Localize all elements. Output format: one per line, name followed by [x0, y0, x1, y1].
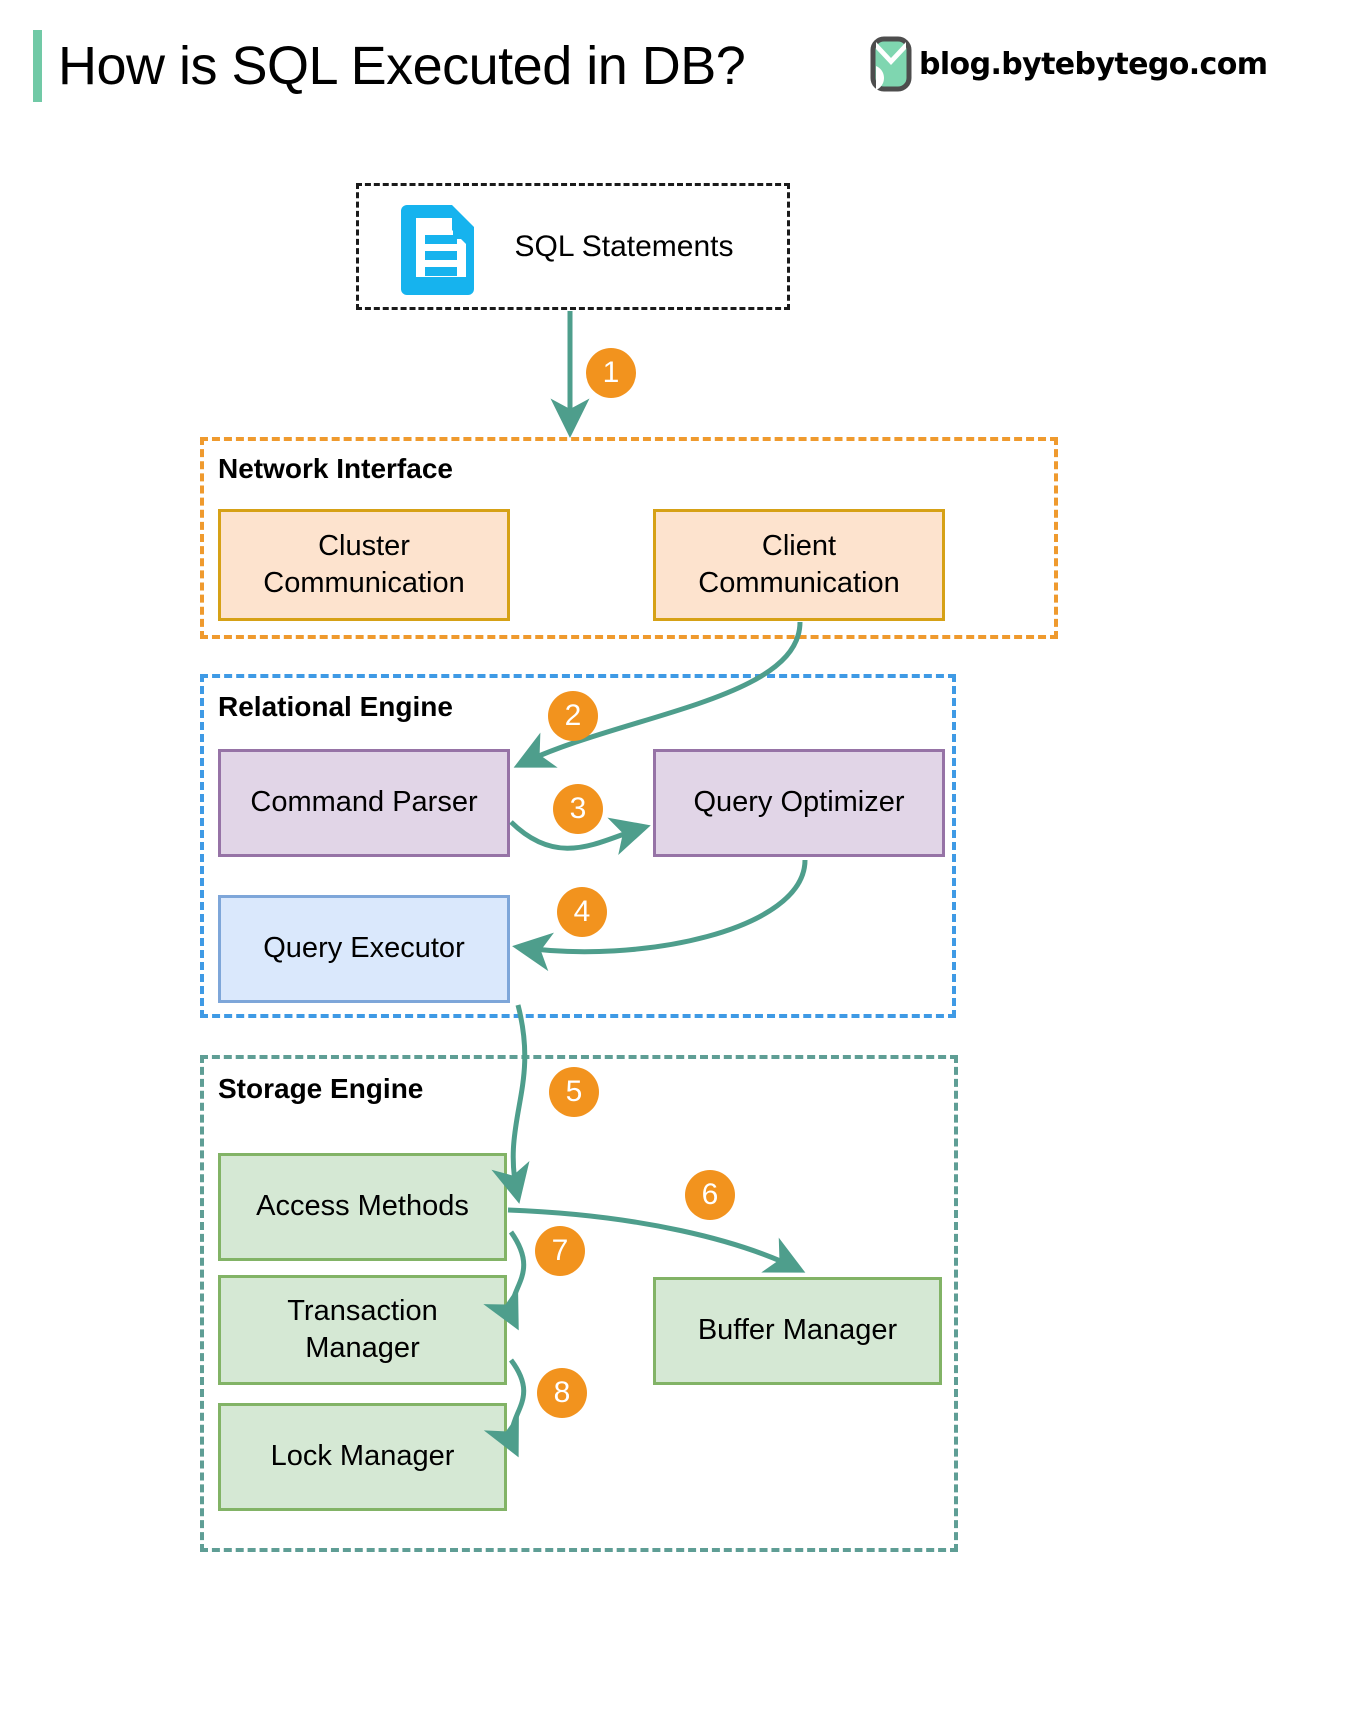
- node-access-methods[interactable]: Access Methods: [218, 1153, 507, 1261]
- step-badge-4: 4: [557, 887, 607, 937]
- group-title-relational-engine: Relational Engine: [218, 691, 453, 722]
- step-badge-3: 3: [553, 784, 603, 834]
- page-header: How is SQL Executed in DB? blog.bytebyte…: [0, 0, 1358, 130]
- node-label-line1: Transaction: [287, 1294, 438, 1327]
- node-label-line2: Communication: [698, 567, 900, 599]
- node-lock-manager[interactable]: Lock Manager: [218, 1403, 507, 1511]
- step-badge-5: 5: [549, 1067, 599, 1117]
- step-badge-6: 6: [685, 1170, 735, 1220]
- group-storage-engine: [200, 1055, 958, 1552]
- step-badge-1: 1: [586, 348, 636, 398]
- brand-text: blog.bytebytego.com: [919, 46, 1268, 82]
- node-label-line2: Manager: [305, 1332, 420, 1364]
- bytebytego-logo-icon: [870, 36, 912, 92]
- page-title: How is SQL Executed in DB?: [58, 36, 746, 96]
- document-icon: [401, 204, 474, 295]
- sql-statements-card: SQL Statements: [356, 183, 790, 310]
- step-badge-7: 7: [535, 1226, 585, 1276]
- node-buffer-manager[interactable]: Buffer Manager: [653, 1277, 942, 1385]
- node-cluster-communication[interactable]: Cluster Communication: [218, 509, 510, 621]
- node-transaction-manager[interactable]: Transaction Manager: [218, 1275, 507, 1385]
- node-query-optimizer[interactable]: Query Optimizer: [653, 749, 945, 857]
- node-client-communication[interactable]: Client Communication: [653, 509, 945, 621]
- title-accent-bar: [33, 30, 42, 102]
- brand: blog.bytebytego.com: [870, 36, 1268, 92]
- node-label-line2: Communication: [263, 567, 465, 599]
- node-query-executor[interactable]: Query Executor: [218, 895, 510, 1003]
- node-label-line1: Cluster: [318, 529, 410, 562]
- node-command-parser[interactable]: Command Parser: [218, 749, 510, 857]
- sql-statements-label: SQL Statements: [514, 229, 734, 263]
- group-title-network-interface: Network Interface: [218, 453, 453, 484]
- group-title-storage-engine: Storage Engine: [218, 1073, 424, 1104]
- step-badge-2: 2: [548, 691, 598, 741]
- step-badge-8: 8: [537, 1368, 587, 1418]
- node-label-line1: Client: [761, 529, 837, 562]
